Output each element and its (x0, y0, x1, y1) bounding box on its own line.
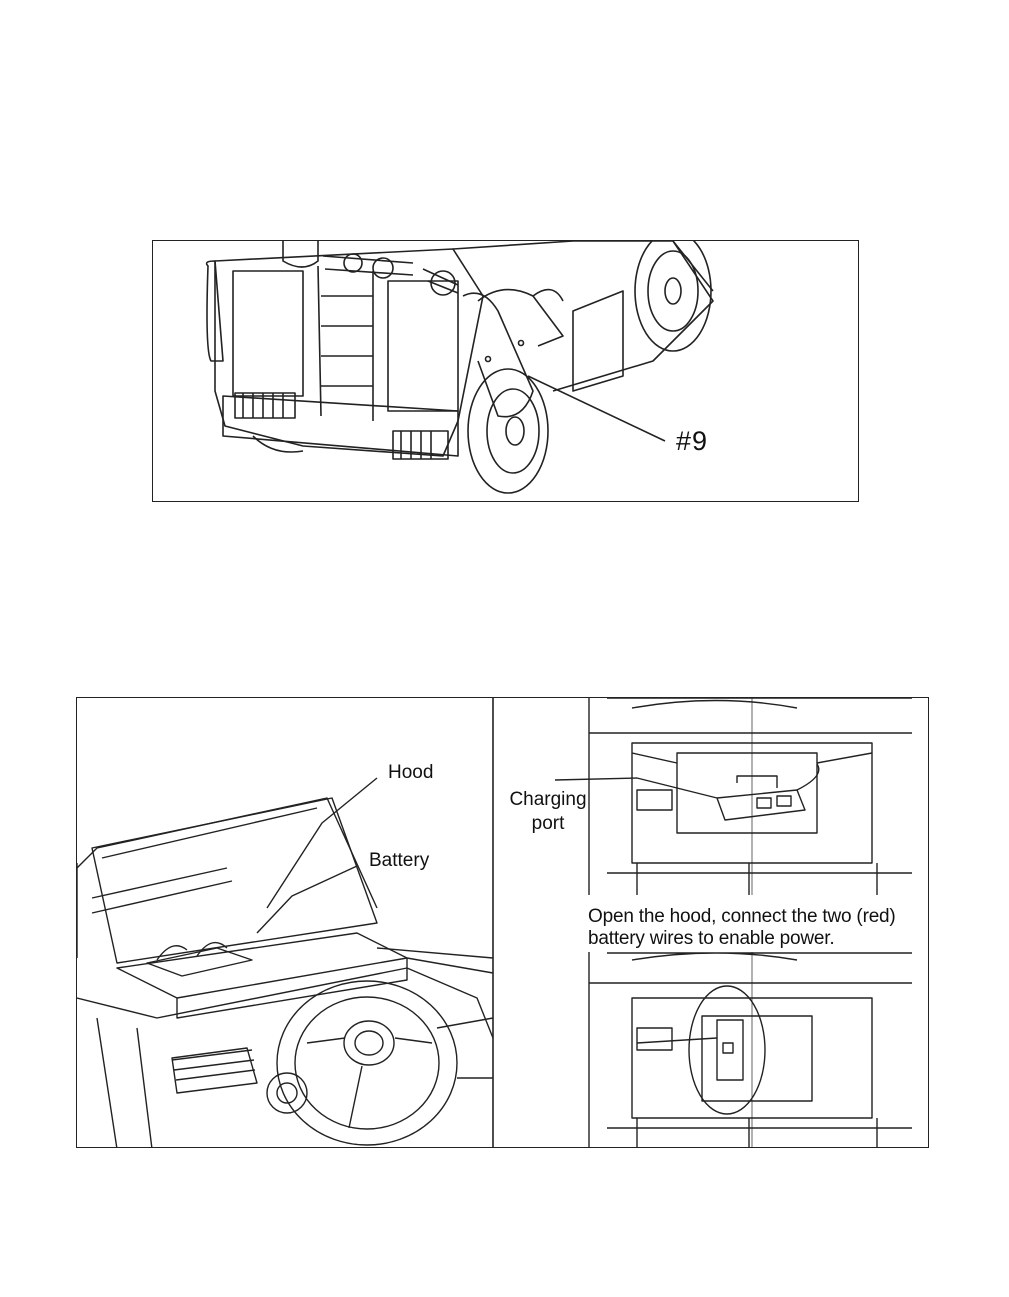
callout-number: #9 (676, 426, 708, 457)
caption-line-1: Open the hood, connect the two (red) (588, 906, 929, 928)
charging-port-label-line1: Charging (503, 788, 593, 812)
instruction-caption: Open the hood, connect the two (red) bat… (586, 902, 929, 952)
battery-label: Battery (369, 850, 429, 872)
rear-vehicle-figure: #9 (152, 240, 859, 502)
charging-port-label-line2: port (503, 812, 593, 836)
charging-port-label: Charging port (503, 788, 593, 836)
caption-line-2: battery wires to enable power. (588, 928, 929, 950)
rear-vehicle-illustration (153, 241, 859, 502)
battery-connection-figure: Hood Battery Charging port Open the hood… (76, 697, 929, 1148)
hood-label: Hood (388, 762, 433, 784)
